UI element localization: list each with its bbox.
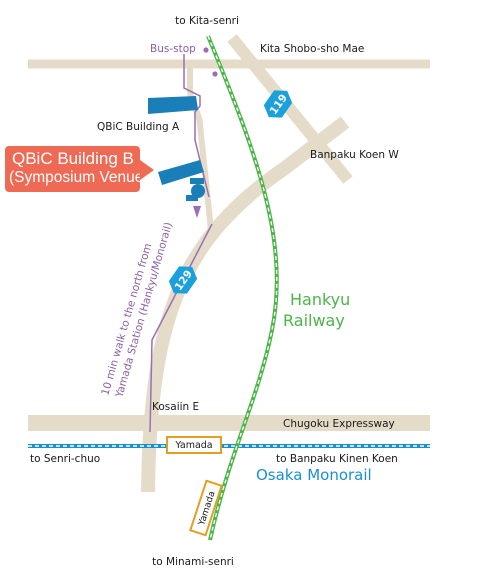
- route-119-sign: 119: [263, 90, 293, 118]
- walk-arrow-icon: [193, 206, 201, 218]
- qbic-building-a-label: QBiC Building A: [97, 121, 180, 133]
- hankyu-railway-line: [206, 35, 279, 541]
- chugoku-expressway-label: Chugoku Expressway: [283, 418, 395, 430]
- yamada-monorail-station: Yamada: [166, 436, 222, 454]
- to-banpaku-kinen-koen-label: to Banpaku Kinen Koen: [276, 453, 398, 465]
- hankyu-railway-label-line1: Hankyu: [290, 290, 350, 309]
- venue-name: QBiC Building B: [12, 149, 134, 168]
- qbic-building-b: [158, 160, 205, 201]
- yamada-monorail-station-label: Yamada: [174, 440, 212, 451]
- route-129-sign: 129: [168, 266, 198, 294]
- hankyu-railway-label-line2: Railway: [283, 311, 345, 330]
- kita-shobo-sho-mae-label: Kita Shobo-sho Mae: [260, 43, 364, 55]
- banpaku-koen-w-label: Banpaku Koen W: [310, 149, 399, 161]
- to-minami-senri-label: to Minami-senri: [152, 556, 234, 568]
- osaka-monorail-label: Osaka Monorail: [256, 466, 372, 484]
- road-side-street: [187, 62, 214, 231]
- to-kita-senri-label: to Kita-senri: [175, 15, 239, 27]
- qbic-building-a: [148, 96, 198, 114]
- bus-stop-label: Bus-stop: [150, 43, 196, 55]
- bus-stop-marker-2: [212, 71, 218, 77]
- walking-route: [149, 54, 213, 433]
- road-route-119: [227, 34, 353, 184]
- venue-subtitle: (Symposium Venue): [9, 169, 149, 186]
- symposium-venue-label: QBiC Building B (Symposium Venue): [5, 146, 149, 192]
- to-senri-chuo-label: to Senri-chuo: [30, 453, 100, 465]
- bus-stop-marker-1: [203, 47, 209, 53]
- kosaiin-e-label: Kosaiin E: [152, 401, 199, 413]
